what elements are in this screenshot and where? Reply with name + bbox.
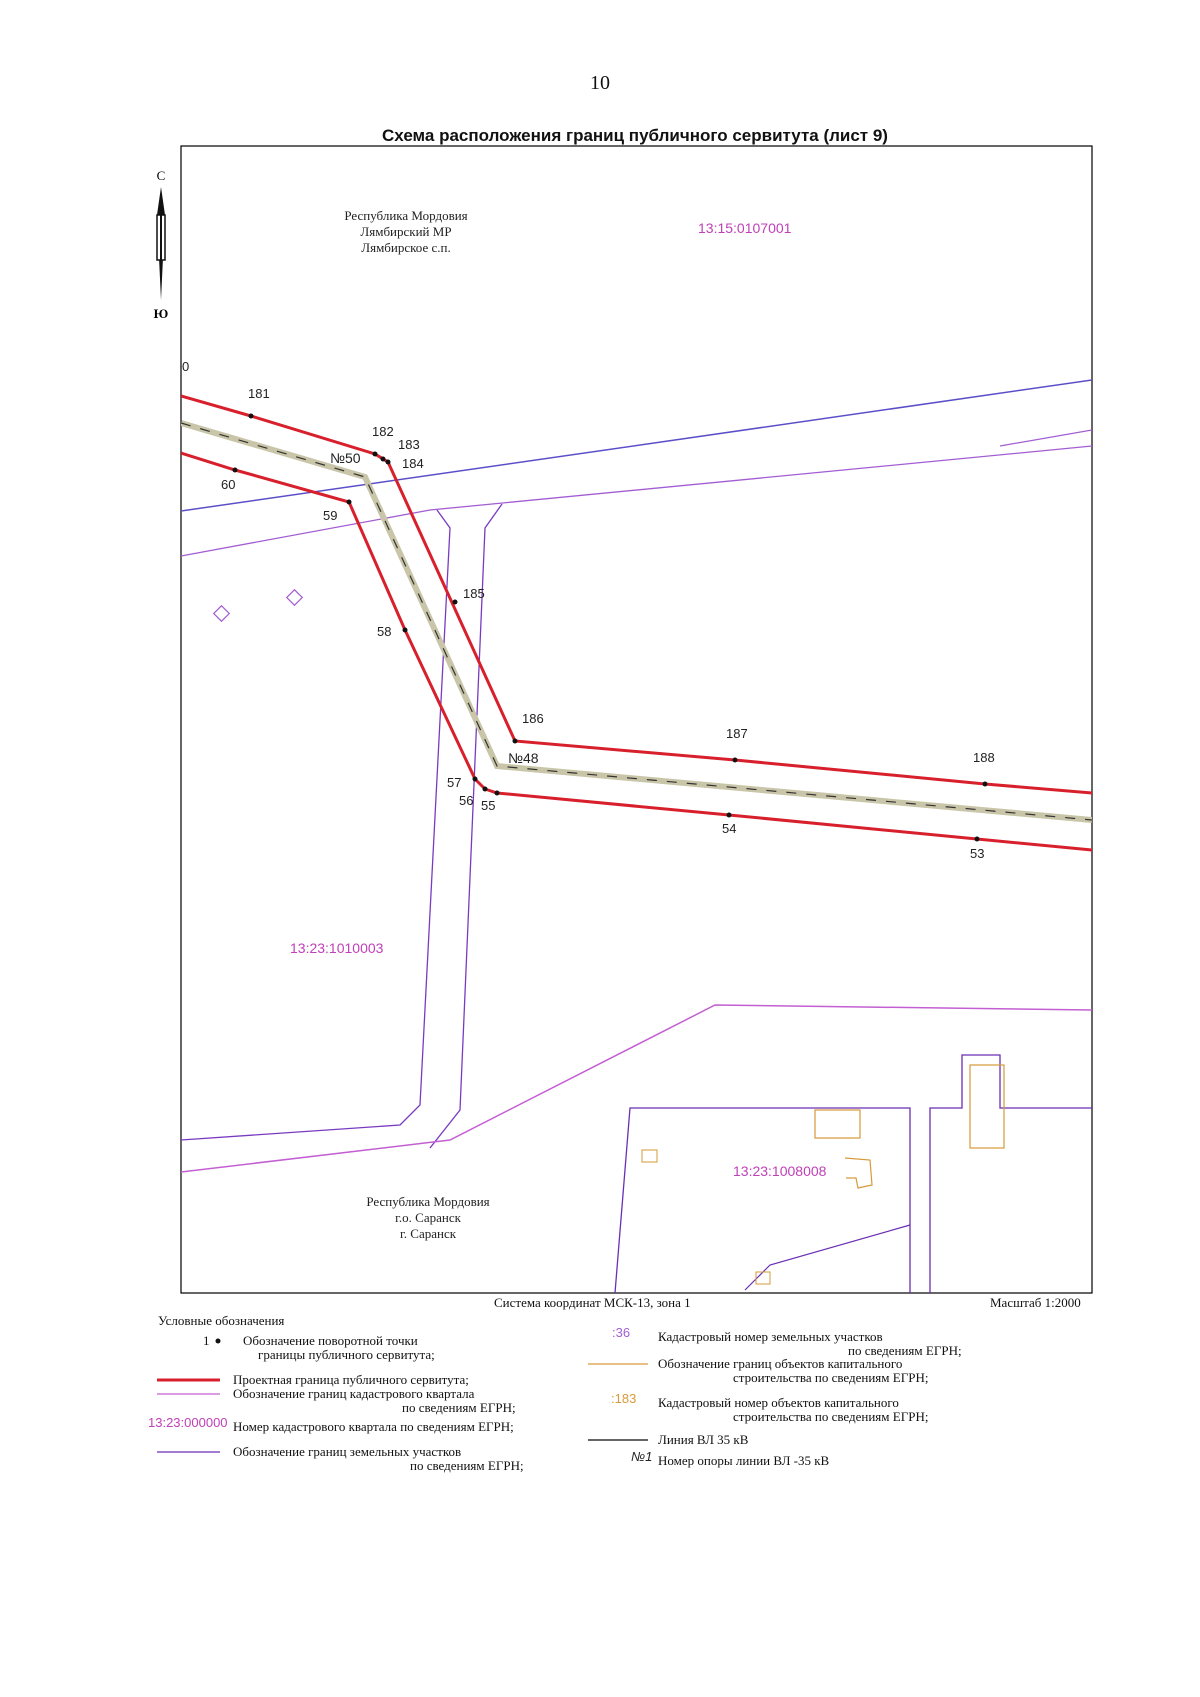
point-label: 186 xyxy=(522,711,544,726)
capital-object xyxy=(969,1064,1005,1149)
region-label: г. Саранск xyxy=(400,1226,457,1241)
legend-pole-sample: №1 xyxy=(631,1449,652,1464)
legend-text: Обозначение границ земельных участков xyxy=(233,1444,462,1459)
road-boundary xyxy=(429,503,503,1149)
point-label: 60 xyxy=(221,477,235,492)
legend-text: по сведениям ЕГРН; xyxy=(410,1458,524,1473)
parcel-boundary xyxy=(929,1054,1092,1293)
point-label: 59 xyxy=(323,508,337,523)
legend-capital-sample: :183 xyxy=(611,1391,636,1406)
legend-text: Номер кадастрового квартала по сведениям… xyxy=(233,1419,514,1434)
edge-label: 0 xyxy=(182,359,189,374)
coord-system: Система координат МСК-13, зона 1 xyxy=(494,1295,691,1310)
point-label: 53 xyxy=(970,846,984,861)
legend-point-symbol: 1 xyxy=(203,1333,210,1348)
capital-object xyxy=(844,1157,873,1189)
point-label: 188 xyxy=(973,750,995,765)
legend-text: Кадастровый номер объектов капитального xyxy=(658,1395,899,1410)
legend-symbols xyxy=(157,1338,648,1453)
point-label: 182 xyxy=(372,424,394,439)
legend-parcel-sample: :36 xyxy=(612,1325,630,1340)
region-label: г.о. Саранск xyxy=(395,1210,462,1225)
point-label: 58 xyxy=(377,624,391,639)
capital-object xyxy=(755,1271,771,1285)
point-label: 181 xyxy=(248,386,270,401)
pole-label: №48 xyxy=(508,750,539,766)
capital-object xyxy=(641,1149,658,1163)
point-label: 187 xyxy=(726,726,748,741)
map-scale: Масштаб 1:2000 xyxy=(990,1295,1081,1310)
point-label: 185 xyxy=(463,586,485,601)
legend-text: Кадастровый номер земельных участков xyxy=(658,1329,883,1344)
parcel-number-marker xyxy=(212,588,304,623)
legend-text: Обозначение границ кадастрового квартала xyxy=(233,1386,475,1401)
legend-text: Обозначение границ объектов капитального xyxy=(658,1356,903,1371)
south-label: Ю xyxy=(154,306,169,321)
road-boundary xyxy=(181,509,451,1141)
point-label: 56 xyxy=(459,793,473,808)
servitude-boundary-top xyxy=(181,394,1092,795)
parcel-boundary xyxy=(999,429,1092,447)
parcel-boundary xyxy=(744,1224,911,1291)
region-label: Лямбирский МР xyxy=(360,224,451,239)
north-arrow: С Ю xyxy=(154,168,169,321)
legend-heading: Условные обозначения xyxy=(158,1313,285,1328)
point-label: 183 xyxy=(398,437,420,452)
page-number: 10 xyxy=(590,72,610,94)
legend-text: границы публичного сервитута; xyxy=(258,1347,435,1362)
region-label: Лямбирское с.п. xyxy=(361,240,450,255)
legend-text: Линия ВЛ 35 кВ xyxy=(658,1432,749,1447)
point-label: 54 xyxy=(722,821,736,836)
quarter-number: 13:23:1008008 xyxy=(733,1163,827,1179)
power-line-35kv xyxy=(181,422,1092,821)
legend-text: Проектная граница публичного сервитута; xyxy=(233,1372,469,1387)
pole-label: №50 xyxy=(330,450,361,466)
quarter-number: 13:15:0107001 xyxy=(698,220,792,236)
map-frame xyxy=(180,145,1093,1294)
road-boundary xyxy=(181,379,1092,512)
legend-text: Обозначение поворотной точки xyxy=(243,1333,418,1348)
point-label: 184 xyxy=(402,456,424,471)
region-label: Республика Мордовия xyxy=(344,208,467,223)
quarter-number: 13:23:1010003 xyxy=(290,940,384,956)
legend-text: по сведениям ЕГРН; xyxy=(848,1343,962,1358)
point-label: 55 xyxy=(481,798,495,813)
parcel-boundary xyxy=(614,1107,911,1293)
map-title: Схема расположения границ публичного сер… xyxy=(382,126,888,145)
parcel-boundary xyxy=(181,445,1092,557)
point-label: 57 xyxy=(447,775,461,790)
legend-text: строительства по сведениям ЕГРН; xyxy=(733,1370,929,1385)
region-label: Республика Мордовия xyxy=(366,1194,489,1209)
quarter-boundary xyxy=(181,1004,1092,1173)
legend-quarter-sample: 13:23:000000 xyxy=(148,1415,228,1430)
legend-text: по сведениям ЕГРН; xyxy=(402,1400,516,1415)
servitude-boundary-bottom xyxy=(181,451,1092,852)
legend-text: Номер опоры линии ВЛ -35 кВ xyxy=(658,1453,830,1468)
legend-text: строительства по сведениям ЕГРН; xyxy=(733,1409,929,1424)
north-label: С xyxy=(157,168,166,183)
capital-object xyxy=(814,1109,861,1139)
